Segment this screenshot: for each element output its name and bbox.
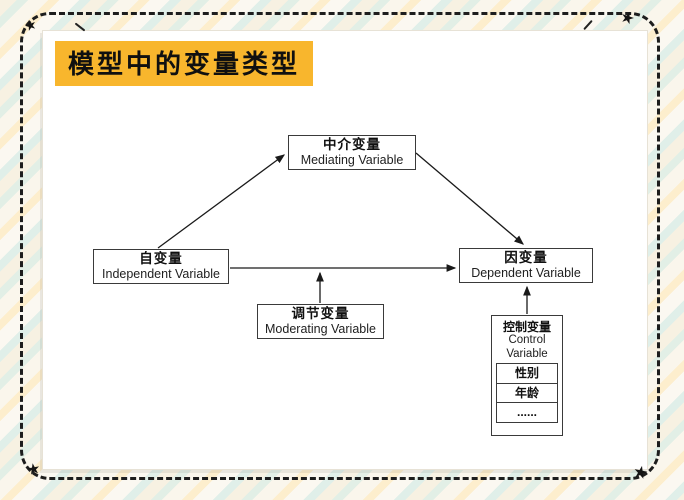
star-decoration-bottom-left: ★ xyxy=(25,459,42,480)
dependent-label-zh: 因变量 xyxy=(504,250,548,266)
mediating-label-zh: 中介变量 xyxy=(323,137,381,153)
independent-label-zh: 自变量 xyxy=(139,251,183,267)
control-items-list: 性别 年龄 ...... xyxy=(496,362,558,424)
control-label-zh: 控制变量 xyxy=(502,320,551,334)
control-label-en: Control Variable xyxy=(506,334,548,360)
dashed-border-frame xyxy=(20,12,660,480)
control-item-age: 年龄 xyxy=(496,382,558,404)
node-control-variable: 控制变量 Control Variable 性别 年龄 ...... xyxy=(491,315,563,436)
page-title: 模型中的变量类型 xyxy=(55,41,314,86)
node-dependent-variable: 因变量 Dependent Variable xyxy=(459,248,593,283)
moderating-label-en: Moderating Variable xyxy=(265,322,376,337)
moderating-label-zh: 调节变量 xyxy=(291,306,350,322)
node-independent-variable: 自变量 Independent Variable xyxy=(93,249,229,284)
star-decoration-bottom-right: ★ xyxy=(631,461,651,484)
dependent-label-en: Dependent Variable xyxy=(471,266,581,281)
node-moderating-variable: 调节变量 Moderating Variable xyxy=(257,304,384,339)
control-item-gender: 性别 xyxy=(496,362,558,384)
mediating-label-en: Mediating Variable xyxy=(300,153,404,168)
independent-label-en: Independent Variable xyxy=(102,267,220,282)
node-mediating-variable: 中介变量 Mediating Variable xyxy=(288,135,416,170)
control-item-ellipsis: ...... xyxy=(496,402,558,424)
